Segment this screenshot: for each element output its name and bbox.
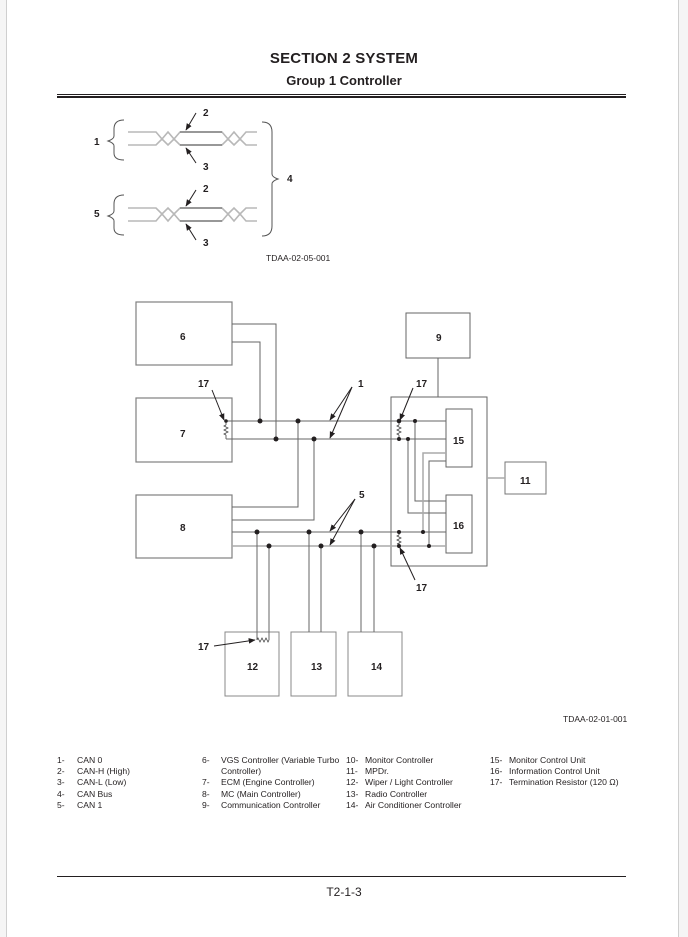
label-box-15: 15	[453, 436, 465, 447]
figure-can-network: 6 7 8 9 11 12 13 14 15 16 1 5 17 17 17 1…	[135, 301, 628, 724]
legend-item: 7-ECM (Engine Controller)	[202, 777, 315, 788]
legend-column-1: 1-CAN 0 2-CAN-H (High) 3-CAN-L (Low) 4-C…	[57, 755, 130, 811]
box-air-conditioner-controller	[347, 631, 403, 697]
legend-column-4: 15-Monitor Control Unit 16-Information C…	[490, 755, 619, 789]
legend-item: 9-Communication Controller	[202, 799, 321, 810]
legend-item: 6-VGS Controller (Variable Turbo	[202, 755, 340, 765]
arrow-canl-bottom	[185, 223, 197, 241]
header-rule-thick	[57, 96, 626, 98]
legend-item: 2-CAN-H (High)	[57, 766, 130, 777]
callout-resistor-bottom: 17	[416, 583, 428, 594]
label-box-6: 6	[180, 332, 186, 343]
box-mc	[135, 494, 233, 559]
legend-item: 11-MPDr.	[346, 766, 389, 777]
label-box-11: 11	[520, 476, 531, 487]
legend-item: 4-CAN Bus	[57, 788, 113, 799]
can1-bus-lines	[232, 452, 446, 640]
section-title: SECTION 2 SYSTEM	[269, 50, 419, 67]
legend-item: 3-CAN-L (Low)	[57, 777, 127, 788]
label-box-13: 13	[311, 662, 323, 673]
box-information-control-unit	[445, 494, 473, 554]
box-monitor-controller	[390, 396, 488, 567]
figure1-code: TDAA-02-05-001	[266, 253, 331, 263]
arrow-canl-top	[185, 147, 197, 164]
box-radio-controller	[290, 631, 337, 697]
legend-item: 1-CAN 0	[57, 755, 103, 765]
legend-item: 8-MC (Main Controller)	[202, 788, 301, 799]
junction-dots	[224, 418, 431, 549]
label-canh-top: 2	[203, 108, 209, 119]
callout-arrows	[211, 386, 416, 647]
figure2-code: TDAA-02-01-001	[563, 714, 628, 724]
label-can1: 5	[94, 209, 100, 220]
legend-item: 14-Air Conditioner Controller	[346, 799, 462, 810]
can1-twisted-pair	[128, 206, 257, 223]
figure-can-wires: 1 2 3 4 5 2 3 TDAA-02-05-001	[94, 108, 331, 263]
label-canh-bottom: 2	[203, 184, 209, 195]
callout-resistor-ecm: 17	[198, 379, 210, 390]
label-box-7: 7	[180, 429, 186, 440]
callout-resistor-wiper: 17	[198, 642, 210, 653]
label-box-12: 12	[247, 662, 259, 673]
legend-item: 13-Radio Controller	[346, 788, 428, 799]
termination-resistors	[223, 424, 402, 643]
callout-resistor-top: 17	[416, 379, 428, 390]
resistor-monitor-can0	[396, 424, 402, 436]
legend-item: 10-Monitor Controller	[346, 755, 434, 765]
label-can0: 1	[94, 137, 100, 148]
arrow-canh-top	[185, 112, 197, 131]
box-wiper-light-controller	[224, 631, 280, 697]
brace-can-bus	[261, 121, 280, 237]
footer-rule	[57, 876, 626, 877]
label-box-14: 14	[371, 662, 383, 673]
document-page	[6, 0, 679, 937]
can0-twisted-pair	[128, 130, 257, 147]
resistor-monitor-can1	[396, 534, 402, 545]
box-ecm	[135, 397, 233, 463]
page-number: T2-1-3	[326, 885, 362, 899]
label-canl-top: 3	[203, 162, 209, 173]
callout-can0: 1	[358, 379, 364, 390]
legend-column-3: 10-Monitor Controller 11-MPDr. 12-Wiper …	[346, 755, 461, 811]
label-canl-bottom: 3	[203, 238, 209, 249]
arrow-canh-bottom	[185, 189, 197, 207]
resistor-ecm	[223, 424, 229, 436]
can0-bus-lines	[225, 323, 446, 521]
label-box-9: 9	[436, 333, 442, 344]
resistor-wiper	[256, 637, 270, 643]
brace-can1	[106, 194, 125, 236]
legend-item: 16-Information Control Unit	[490, 766, 600, 777]
legend-item: 17-Termination Resistor (120 Ω)	[490, 777, 619, 788]
callout-can1: 5	[359, 490, 365, 501]
legend-item: 5-CAN 1	[57, 799, 103, 810]
legend-item: 15-Monitor Control Unit	[490, 755, 586, 765]
label-box-16: 16	[453, 521, 465, 532]
box-monitor-control-unit	[445, 408, 473, 468]
legend-item: Controller)	[221, 766, 262, 777]
legend-item: 12-Wiper / Light Controller	[346, 777, 453, 788]
label-box-8: 8	[180, 523, 186, 534]
group-title: Group 1 Controller	[286, 73, 402, 88]
label-can-bus: 4	[287, 174, 293, 185]
legend-column-2: 6-VGS Controller (Variable Turbo Control…	[202, 755, 339, 811]
header-rule-thin	[57, 94, 626, 95]
box-vgs-controller	[135, 301, 233, 366]
brace-can0	[106, 119, 125, 161]
